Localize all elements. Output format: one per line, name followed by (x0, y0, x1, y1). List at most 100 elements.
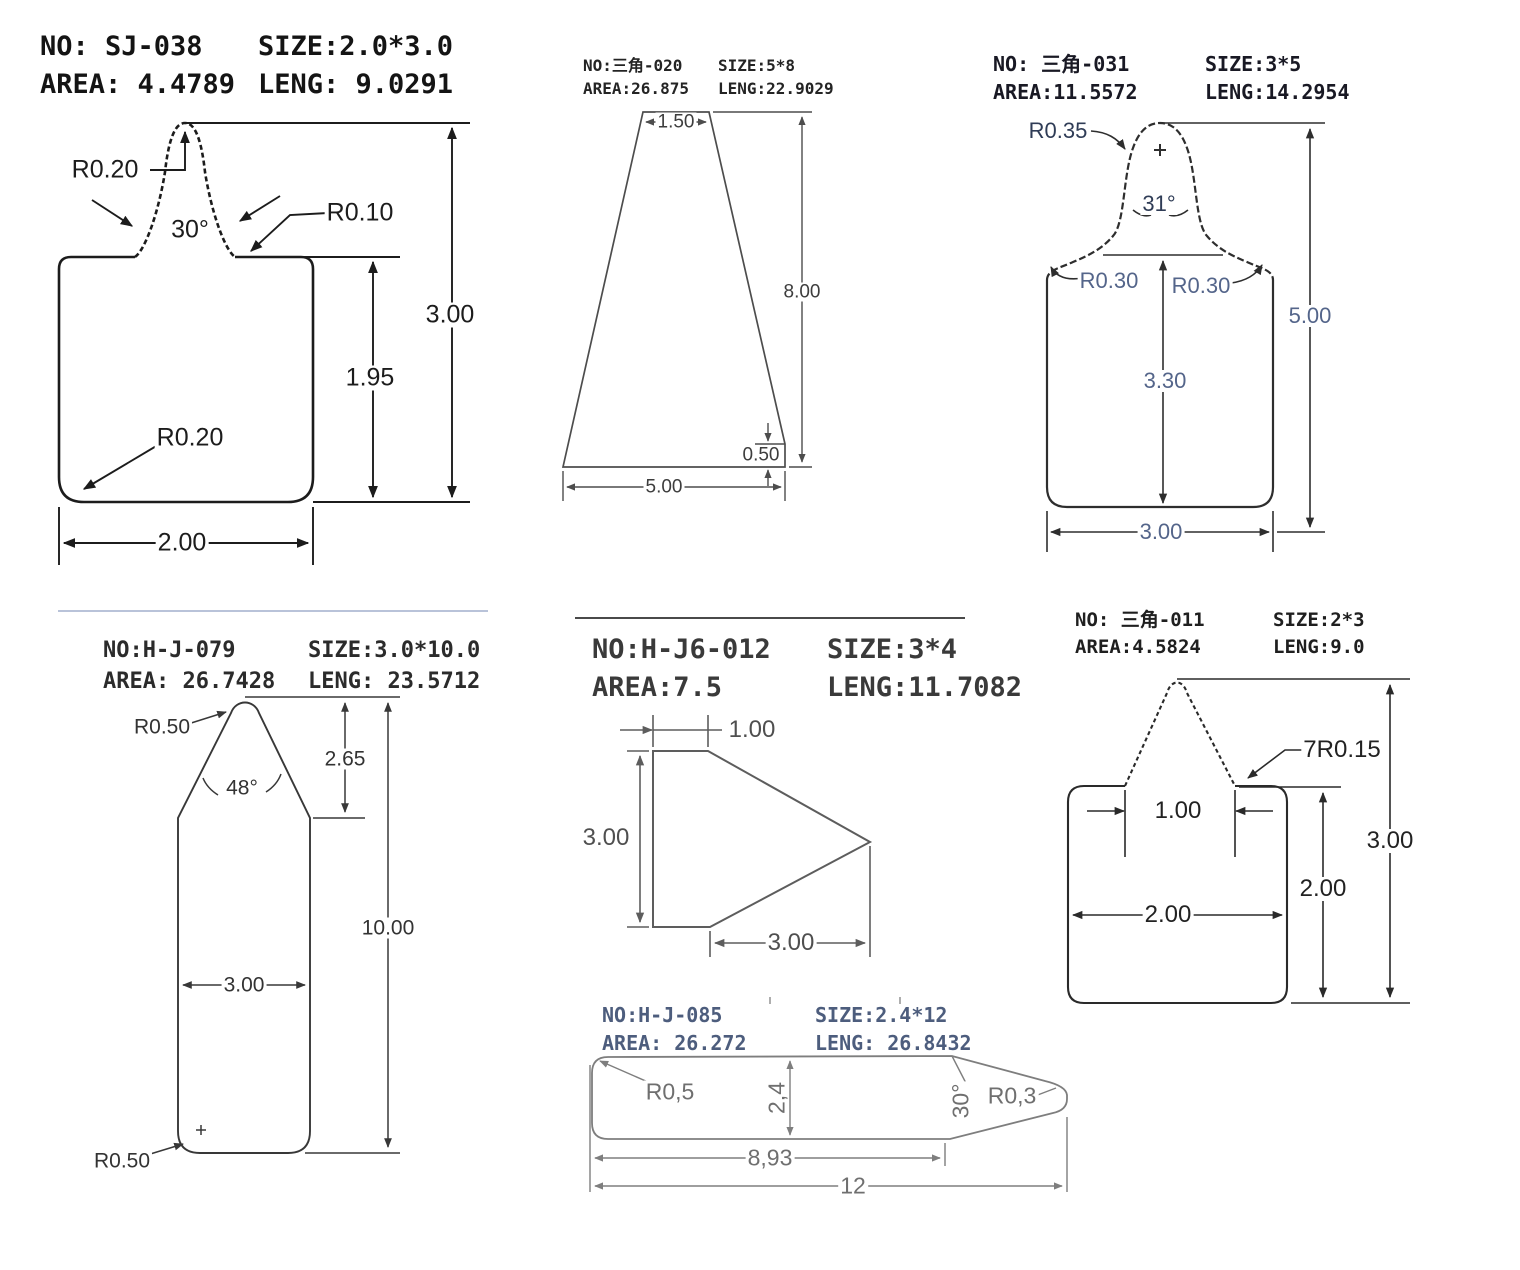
part-size: SIZE:5*8 (718, 56, 796, 75)
dim-label-body-height: 1.95 (343, 363, 397, 392)
part-area: AREA: 4.4789 (40, 69, 236, 101)
part-outline (561, 111, 786, 468)
dim-label-angle: 30° (947, 1081, 974, 1121)
dimension-lines (562, 111, 812, 501)
dim-label-width: 3.00 (221, 973, 267, 997)
part-length: LENG:11.7082 (827, 672, 1023, 704)
cad-canvas-sj-038 (57, 121, 470, 565)
dim-label-thickness: 2,4 (763, 1080, 790, 1116)
dim-label-radius: 7R0.15 (1301, 736, 1383, 763)
drawing-header: NO:H-J-085 SIZE:2.4*12 AREA: 26.272 LENG: … (602, 1001, 972, 1058)
part-size: SIZE:3*5 (1205, 52, 1302, 76)
dimension-lines (1071, 678, 1410, 1004)
drawing-header: NO:H-J-079 SIZE:3.0*10.0 AREA: 26.7428 LEN… (103, 635, 480, 697)
dim-label-body-height: 3.30 (1141, 368, 1189, 393)
part-size: SIZE:2*3 (1273, 609, 1365, 631)
center-mark (1154, 144, 1166, 156)
dim-label-top-width: 1.00 (726, 716, 778, 743)
dim-label-height: 3.00 (580, 824, 632, 851)
dim-label-radius-bottom: R0.50 (91, 1149, 153, 1173)
drawing-sanjiao-031: NO: 三角-031 SIZE:3*5 AREA:11.5572 LENG:14.2… (985, 40, 1415, 585)
drawing-sanjiao-020: NO:三角-020 SIZE:5*8 AREA:26.875 LENG:22.902… (550, 45, 850, 550)
dim-label-top-width: 1.50 (655, 111, 697, 133)
dim-label-radius-corner: R0.20 (154, 423, 226, 452)
part-length: LENG: 23.5712 (308, 669, 481, 695)
dim-label-total-height: 5.00 (1286, 303, 1334, 328)
dim-label-angle: 48° (224, 776, 260, 800)
dim-label-radius-tip: R0.35 (1026, 118, 1090, 143)
dim-label-radius-right: R0,3 (985, 1082, 1039, 1109)
dim-label-step: 0.50 (740, 444, 782, 466)
part-outline (652, 750, 873, 928)
part-size: SIZE:2.4*12 (815, 1003, 948, 1027)
part-number: NO: 三角-031 (993, 52, 1130, 76)
dim-label-angle: 30° (169, 215, 211, 244)
dim-label-total-length: 12 (838, 1172, 868, 1199)
part-number: NO:H-J-079 (103, 638, 236, 663)
dim-label-total-height: 3.00 (1364, 827, 1416, 854)
drawing-sj-038: NO: SJ-038 SIZE:2.0*3.0 AREA: 4.4789 LENG:… (30, 20, 490, 585)
dim-label-radius-neck: R0.10 (324, 198, 396, 227)
drawing-header: NO: 三角-031 SIZE:3*5 AREA:11.5572 LENG:14.2… (993, 50, 1350, 107)
dim-label-width: 2.00 (155, 528, 209, 557)
drawing-header: NO:三角-020 SIZE:5*8 AREA:26.875 LENG:22.902… (583, 55, 834, 100)
part-area: AREA: 26.272 (602, 1031, 747, 1056)
part-area: AREA:7.5 (592, 672, 723, 704)
part-number: NO:三角-020 (583, 56, 683, 75)
dimension-lines (620, 715, 901, 1004)
part-area: AREA:11.5572 (993, 80, 1138, 105)
dim-label-radius-top: R0.20 (69, 155, 141, 184)
dim-label-angle: 31° (1140, 191, 1178, 216)
drawing-header: NO: SJ-038 SIZE:2.0*3.0 AREA: 4.4789 LENG:… (40, 28, 453, 105)
part-outline (1066, 681, 1289, 1005)
part-length: LENG:14.2954 (1205, 80, 1350, 105)
dim-label-total-height: 10.00 (359, 916, 417, 940)
part-area: AREA: 26.7428 (103, 669, 276, 695)
dimension-lines (58, 122, 470, 565)
dim-label-radius-left: R0.30 (1077, 268, 1141, 293)
part-number: NO: 三角-011 (1075, 609, 1205, 631)
drawing-h-j-079: NO:H-J-079 SIZE:3.0*10.0 AREA: 26.7428 LEN… (55, 625, 480, 1200)
dim-label-radius-right: R0.30 (1169, 273, 1233, 298)
dim-label-width: 2.00 (1142, 901, 1194, 928)
cad-canvas-h-j-079 (146, 696, 400, 1156)
part-number: NO:H-J6-012 (592, 634, 771, 665)
dim-label-bottom-width: 3.00 (765, 929, 817, 956)
drawing-h-j6-012: NO:H-J6-012 SIZE:3*4 AREA:7.5 LENG:11.7082… (570, 605, 1022, 1025)
part-length: LENG: 26.8432 (815, 1031, 972, 1056)
dim-label-body-height: 2.00 (1297, 875, 1349, 902)
part-number: NO:H-J-085 (602, 1003, 723, 1027)
part-outline (591, 1055, 1068, 1140)
part-size: SIZE:3*4 (827, 634, 958, 665)
cad-canvas-sanjiao-011 (1066, 678, 1410, 1005)
dim-label-height: 8.00 (781, 281, 823, 303)
part-number: NO: SJ-038 (40, 31, 203, 62)
part-area: AREA:26.875 (583, 78, 689, 98)
drawing-header: NO: 三角-011 SIZE:2*3 AREA:4.5824 LENG:9.0 (1075, 607, 1365, 661)
cad-canvas-h-j-085 (589, 1055, 1068, 1192)
drawing-h-j-085: NO:H-J-085 SIZE:2.4*12 AREA: 26.272 LENG: … (580, 995, 1140, 1270)
dimension-lines (1046, 122, 1325, 552)
dim-label-tip-height: 2.65 (322, 747, 368, 771)
drawing-sanjiao-011: NO: 三角-011 SIZE:2*3 AREA:4.5824 LENG:9.0 (1045, 595, 1520, 1070)
drawing-header: NO:H-J6-012 SIZE:3*4 AREA:7.5 LENG:11.7082 (592, 631, 1022, 708)
part-length: LENG: 9.0291 (258, 69, 454, 101)
part-size: SIZE:3.0*10.0 (308, 638, 481, 663)
cad-canvas-sanjiao-031 (1045, 121, 1325, 552)
dim-label-width: 5.00 (643, 476, 685, 498)
part-outline (177, 701, 311, 1154)
part-length: LENG:22.9029 (718, 78, 834, 98)
part-length: LENG:9.0 (1273, 635, 1365, 658)
part-area: AREA:4.5824 (1075, 635, 1201, 658)
dim-label-radius-left: R0,5 (643, 1078, 697, 1105)
cad-canvas-h-j6-012 (575, 617, 965, 1004)
section-divider-line (58, 610, 488, 612)
part-outline (1045, 121, 1275, 509)
part-size: SIZE:2.0*3.0 (258, 31, 454, 62)
dim-label-body-length: 8,93 (745, 1144, 795, 1171)
dim-label-peak-width: 1.00 (1152, 797, 1204, 824)
dim-label-radius-top: R0.50 (131, 715, 193, 739)
dimension-lines (589, 1055, 1068, 1192)
dim-label-total-height: 3.00 (423, 300, 477, 329)
